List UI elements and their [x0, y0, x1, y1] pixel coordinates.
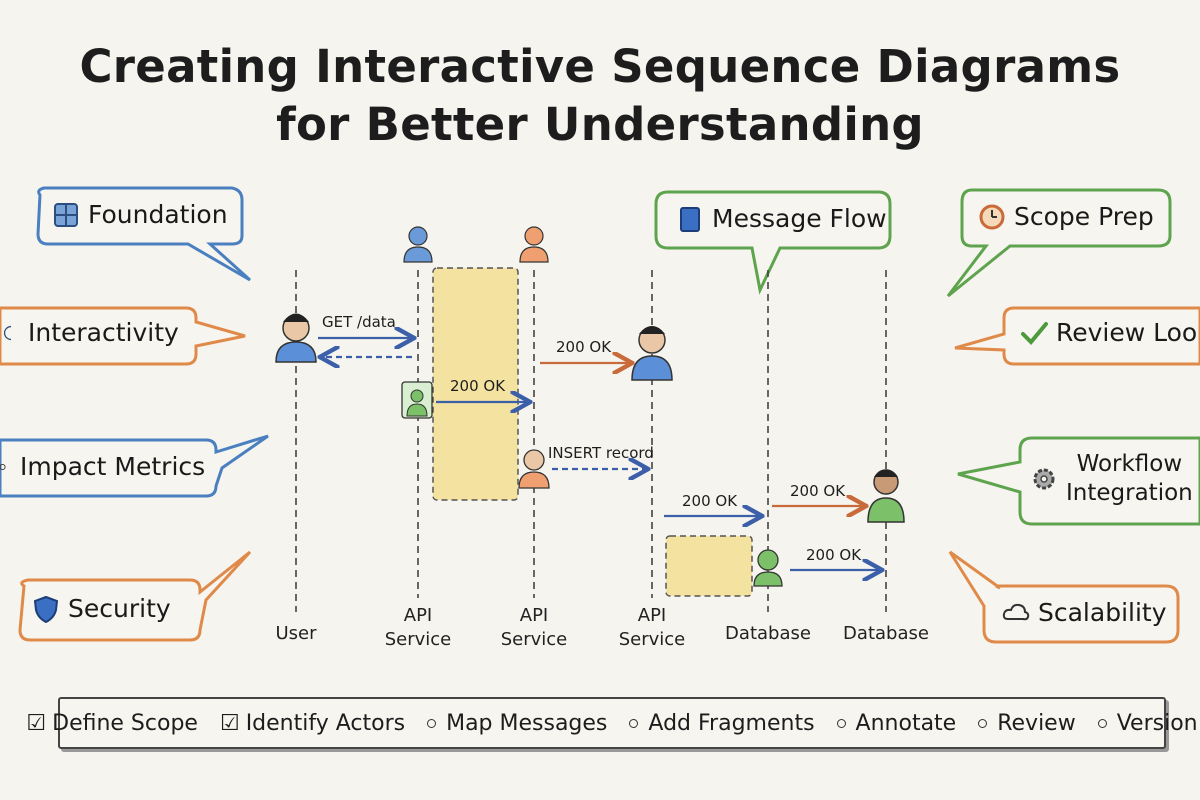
step-label: Review: [997, 710, 1076, 736]
scope-prep-label: Scope Prep: [1014, 202, 1154, 231]
actor-api-top-2: [519, 226, 549, 263]
bubble-label-security: Security: [32, 594, 171, 623]
step-label: Identify Actors: [245, 710, 406, 736]
message-arrows: [318, 338, 880, 570]
api-2-line-1: API: [519, 605, 549, 626]
fragment-box-1: [432, 267, 519, 501]
checkmark-icon: [1021, 321, 1048, 345]
bubble-security: [18, 550, 252, 642]
workflow-label-line-1: Workflow: [1076, 451, 1183, 477]
participant-database-2: Database: [843, 623, 929, 644]
bubble-label-scope-prep: Scope Prep: [978, 202, 1154, 231]
bubble-label-foundation: Foundation: [52, 200, 228, 229]
title-line-1: Creating Interactive Sequence Diagrams: [79, 40, 1121, 93]
participant-api-service-1: API Service: [358, 604, 478, 652]
actor-user: [275, 313, 317, 363]
bubble-review-loop: [954, 306, 1200, 366]
bullet-icon: [1097, 718, 1107, 728]
lifelines: [295, 270, 887, 612]
gear-icon: [1033, 468, 1055, 490]
message-label-200-ok-5: 200 OK: [806, 546, 862, 564]
api-1-line-2: Service: [384, 629, 452, 650]
book-icon: [680, 206, 700, 232]
bullet-icon: [836, 718, 846, 728]
target-icon: [0, 463, 6, 470]
page-title: Creating Interactive Sequence Diagrams f…: [0, 38, 1200, 154]
bullet-icon: [978, 718, 988, 728]
shield-icon: [33, 595, 59, 623]
checkbox-checked-icon: ☑: [219, 710, 240, 736]
step-label: Annotate: [855, 710, 957, 736]
step-add-fragments[interactable]: Add Fragments: [629, 710, 815, 736]
step-label: Version: [1116, 710, 1198, 736]
step-define-scope[interactable]: ☑ Define Scope: [26, 711, 198, 736]
bubble-label-review-loop: Review Loo: [1020, 318, 1197, 347]
scalability-label: Scalability: [1038, 598, 1167, 627]
api-3-line-2: Service: [618, 629, 686, 650]
actor-database-small: [753, 549, 783, 587]
actor-database: [867, 469, 905, 523]
title-line-2: for Better Understanding: [276, 98, 924, 151]
bubble-label-workflow-integration: Workflow Integration: [1030, 450, 1193, 508]
workflow-label-line-2: Integration: [1066, 480, 1193, 506]
step-label: Define Scope: [52, 710, 198, 736]
bubble-workflow-integration: [957, 436, 1200, 526]
bubble-label-scalability: Scalability: [1002, 598, 1167, 627]
message-label-200-ok-3: 200 OK: [682, 492, 738, 510]
step-label: Map Messages: [446, 710, 608, 736]
step-annotate[interactable]: Annotate: [836, 710, 957, 736]
security-label: Security: [68, 594, 171, 623]
api-3-line-1: API: [637, 605, 667, 626]
fragment-box-2: [665, 535, 753, 597]
step-label: Add Fragments: [648, 710, 815, 736]
bubble-label-impact-metrics: Impact Metrics: [0, 452, 205, 481]
participant-api-service-3: API Service: [592, 604, 712, 652]
step-version[interactable]: Version: [1097, 710, 1198, 736]
review-loop-label: Review Loo: [1056, 318, 1198, 347]
checkbox-checked-icon: ☑: [26, 710, 47, 736]
workflow-integration-label: Workflow Integration: [1066, 450, 1193, 508]
bullet-icon: [629, 718, 639, 728]
steps-bar: ☑ Define Scope ☑ Identify Actors Map Mes…: [26, 697, 1198, 749]
message-label-get-data: GET /data: [322, 313, 396, 331]
bullet-icon: [427, 718, 437, 728]
bubble-message-flow: [654, 190, 892, 295]
message-label-200-ok-1: 200 OK: [556, 338, 612, 356]
message-label-insert-record: INSERT record: [548, 444, 654, 462]
actor-api-service-3: [631, 326, 673, 381]
actor-api-top-1: [403, 226, 433, 263]
api-2-line-2: Service: [500, 629, 568, 650]
bubble-foundation: [36, 186, 252, 282]
clock-icon: [979, 204, 1005, 229]
grid-icon: [54, 202, 78, 227]
message-flow-label: Message Flow: [712, 204, 887, 233]
participant-user: User: [275, 623, 317, 644]
message-label-200-ok-4: 200 OK: [790, 482, 846, 500]
participant-database-1: Database: [725, 623, 811, 644]
bubble-interactivity: [0, 306, 246, 366]
cloud-icon: [1002, 603, 1030, 620]
bubble-impact-metrics: [0, 434, 269, 498]
foundation-label: Foundation: [88, 200, 228, 229]
api-1-line-1: API: [403, 605, 433, 626]
impact-metrics-label: Impact Metrics: [20, 452, 206, 481]
participant-api-service-2: API Service: [474, 604, 594, 652]
interactivity-label: Interactivity: [28, 318, 179, 347]
actor-api-insert: [518, 449, 550, 489]
message-label-200-ok-2: 200 OK: [450, 377, 506, 395]
bubble-label-message-flow: Message Flow: [676, 204, 887, 233]
actor-api-mid: [401, 381, 433, 419]
step-review[interactable]: Review: [978, 711, 1076, 736]
bubble-label-interactivity: Interactivity: [2, 318, 179, 347]
bubble-scalability: [948, 550, 1180, 644]
moon-icon: [3, 325, 12, 340]
step-identify-actors[interactable]: ☑ Identify Actors: [220, 711, 405, 736]
step-map-messages[interactable]: Map Messages: [427, 711, 607, 736]
